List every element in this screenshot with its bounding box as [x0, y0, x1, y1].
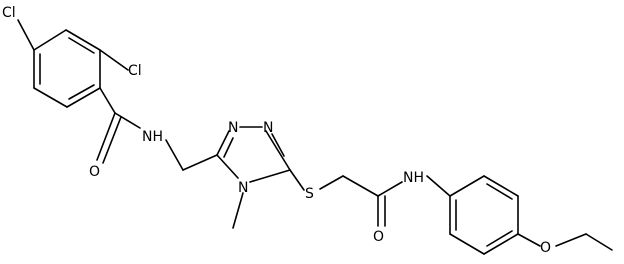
bond-nh-aryl — [426, 175, 451, 197]
atom-label-ether-o: O — [540, 240, 551, 256]
bond-carbonyl-o-2 — [102, 116, 122, 164]
bond-ring2-d — [483, 233, 519, 255]
bond-ring2-b — [483, 175, 519, 197]
bond-ch2-triazole — [182, 154, 218, 171]
bond-carbonyl-o-1 — [96, 112, 116, 161]
bond-aryl-o — [517, 233, 541, 247]
bond-ch2-ch3 — [585, 233, 613, 251]
atom-label-triazole-n1: N — [228, 120, 238, 136]
bond-carbonyl-nh — [114, 112, 141, 129]
bond-lines — [17, 19, 613, 255]
atom-label-cl-ortho: Cl — [128, 63, 142, 79]
bond-tz-c5-n1-inner — [223, 137, 234, 158]
bond-ring1-f — [33, 29, 67, 51]
bond-s-ch2 — [319, 175, 344, 190]
bond-tz-n4-c5 — [216, 154, 239, 179]
bond-ring2-e — [449, 233, 485, 255]
bond-ring1-c — [66, 87, 101, 108]
bond-c3-s — [289, 169, 305, 191]
bond-o-ch2 — [555, 233, 587, 247]
bond-ring1-d — [33, 87, 68, 108]
bond-n4-methyl — [232, 192, 244, 229]
bond-ring2-inner-2 — [486, 230, 513, 247]
atom-label-triazole-n4: N — [238, 180, 248, 196]
bond-ring1-inner-1 — [68, 37, 95, 54]
bond-tz-c5-n1 — [216, 130, 230, 156]
atom-labels: Cl Cl NH O N N N S NH O O — [2, 5, 551, 256]
atom-label-triazole-n2: N — [263, 120, 273, 136]
bond-nh-ch2 — [165, 139, 184, 171]
bond-ring2-a — [449, 175, 485, 197]
atom-label-amide-nh: NH — [142, 129, 163, 145]
bond-c-cl-top — [17, 19, 35, 51]
bond-ch2-co — [342, 175, 379, 197]
bond-ring1-inner-2 — [68, 84, 95, 100]
bond-c-cl-ortho — [99, 49, 129, 71]
bond-ring2-inner-1 — [486, 183, 513, 200]
bond-tz-n2-c3 — [265, 130, 291, 171]
bond-tz-n2-c3-inner — [271, 133, 285, 157]
atom-label-amide-o: O — [89, 164, 100, 180]
atom-label-cl-top: Cl — [2, 5, 16, 21]
atom-label-acetamide-nh: NH — [403, 170, 424, 186]
bond-ring1-a — [65, 29, 101, 51]
atom-label-acetamide-o: O — [373, 229, 384, 245]
bond-co-nh — [377, 181, 403, 197]
bond-tz-c3-n4 — [249, 169, 291, 183]
atom-label-sulfur: S — [305, 186, 314, 202]
bond-ring-carbonyl — [99, 87, 116, 114]
